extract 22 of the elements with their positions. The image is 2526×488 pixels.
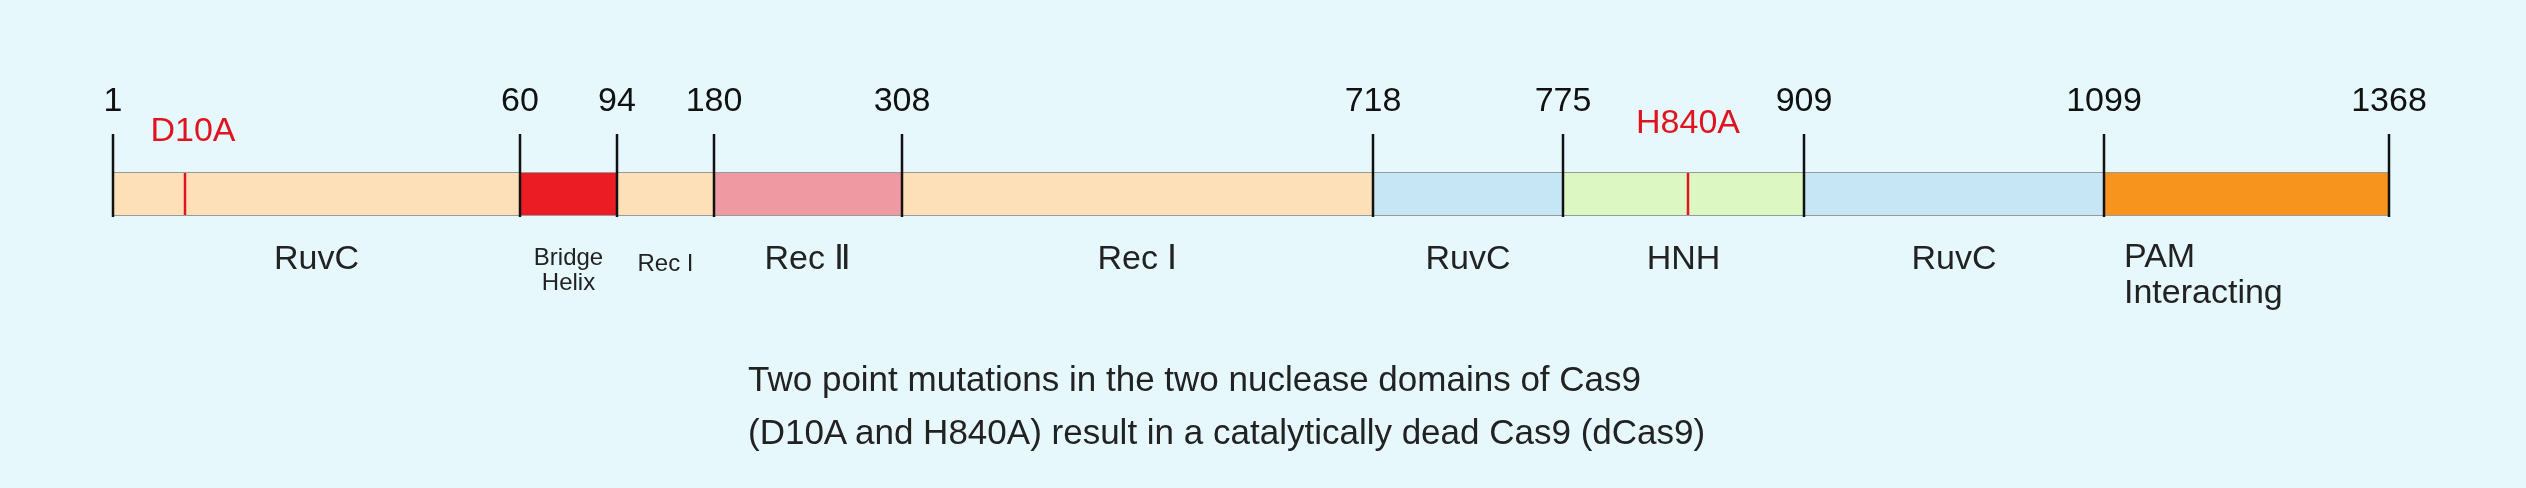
position-number: 909 — [1775, 82, 1833, 116]
position-number: 1099 — [2066, 82, 2142, 116]
position-number: 1368 — [2351, 82, 2427, 116]
domain-label: PAM Interacting — [2124, 238, 2284, 310]
domain-label: Rec Ⅰ — [1097, 240, 1178, 276]
domain-label: Bridge Helix — [532, 244, 605, 295]
domain-label: RuvC — [1911, 240, 1997, 276]
domain-label: RuvC — [1425, 240, 1511, 276]
position-number: 718 — [1344, 82, 1402, 116]
domain-label: Rec I — [637, 250, 694, 276]
position-number: 1 — [103, 82, 123, 116]
mutation-label: D10A — [150, 112, 236, 146]
mutation-label: H840A — [1636, 104, 1740, 138]
position-number: 308 — [873, 82, 931, 116]
position-number: 94 — [598, 82, 636, 116]
position-number: 60 — [501, 82, 539, 116]
domain-label: Rec Ⅱ — [764, 240, 852, 276]
caption: Two point mutations in the two nuclease domains of Cas9 (D10A and H840A) result in a catalytically dead Cas9 (dCas9) — [748, 358, 1707, 453]
position-number: 180 — [685, 82, 743, 116]
domain-label: HNH — [1646, 240, 1721, 276]
domain-label: RuvC — [274, 240, 359, 276]
position-number: 775 — [1534, 82, 1592, 116]
